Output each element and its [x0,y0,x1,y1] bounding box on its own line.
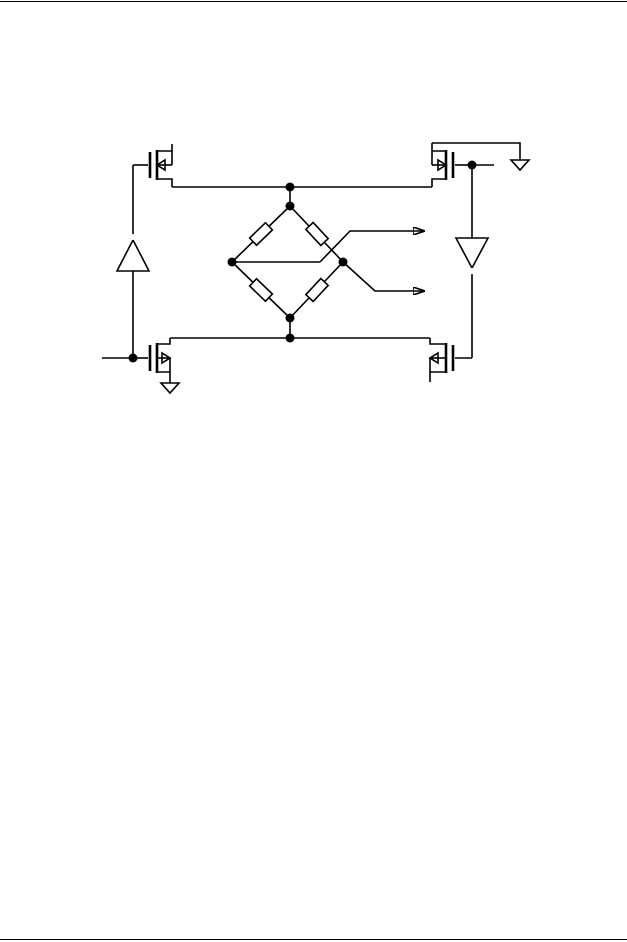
junction-bridge-left [227,257,237,267]
inverter-left [102,165,151,363]
top-rule [0,1,627,2]
resistor-lower-left [248,277,274,303]
ground-symbol-left [159,382,181,395]
output-arrow-upper [319,231,425,263]
junction-right-gate [467,160,477,170]
junction-bridge-right [338,257,348,267]
ground-symbol-right [432,142,531,172]
resistor-bridge [227,187,425,338]
top-rail [172,182,432,192]
bottom-rule [0,939,627,940]
resistor-upper-right [304,221,330,247]
output-arrow-lower [342,261,425,291]
nmos-bottom-left [133,338,172,383]
resistor-lower-right [304,277,330,303]
junction-input [128,353,138,363]
pmos-top-left [133,144,173,187]
junction-bridge-bottom [285,313,295,323]
nmos-bottom-right [428,338,472,382]
bottom-rail [170,333,430,343]
pmos-top-right [431,143,470,187]
junction-bridge-top [285,201,295,211]
inverter-right [454,160,494,358]
resistor-upper-left [248,221,274,247]
